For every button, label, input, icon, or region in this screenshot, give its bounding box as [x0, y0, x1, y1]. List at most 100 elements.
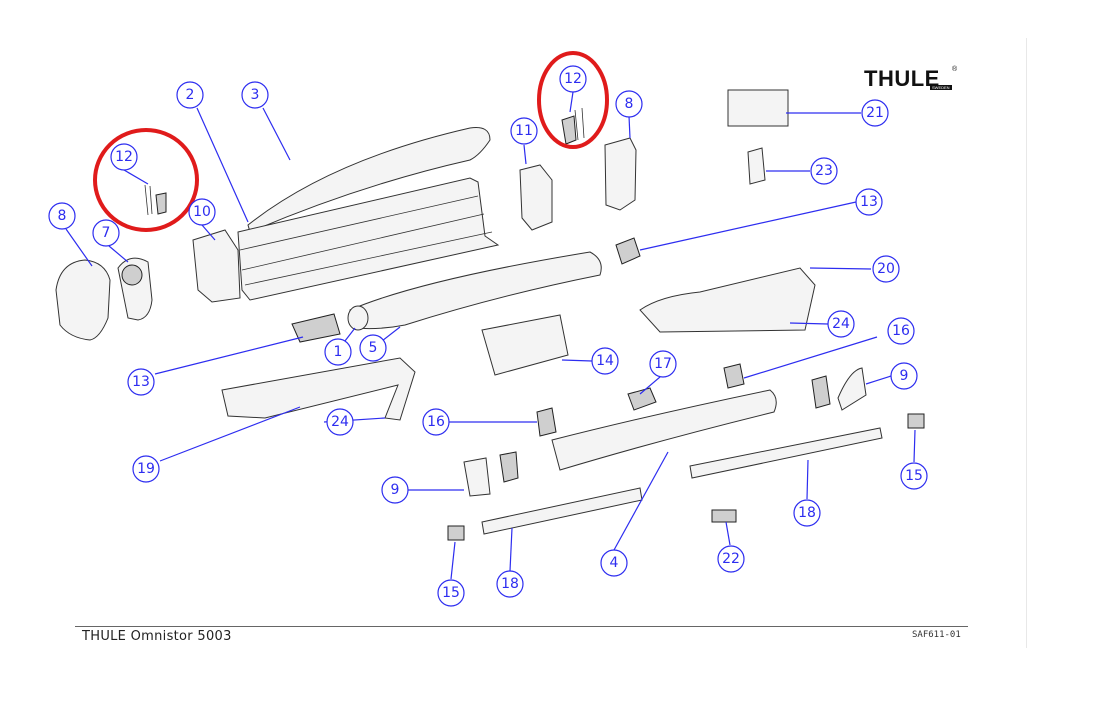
callout-1: 1 [324, 338, 352, 366]
part-19-arm-left [221, 357, 416, 421]
callout-16-left: 16 [422, 408, 450, 436]
page-edge-line [1026, 38, 1027, 648]
footer-title: THULE Omnistor 5003 [82, 629, 232, 644]
callout-14: 14 [591, 347, 619, 375]
callout-15-right: 15 [900, 462, 928, 490]
svg-text:20: 20 [877, 261, 895, 277]
callout-19: 19 [132, 455, 160, 483]
svg-text:24: 24 [832, 316, 850, 332]
callout-4: 4 [600, 549, 628, 577]
callout-13-right: 13 [855, 188, 883, 216]
part-21-kit [727, 89, 789, 127]
callout-18-left: 18 [496, 570, 524, 598]
svg-text:9: 9 [900, 368, 909, 384]
part-20-arm-right [639, 267, 816, 333]
callout-7: 7 [92, 219, 120, 247]
part-4-front-bar [551, 389, 777, 471]
callout-20: 20 [872, 255, 900, 283]
callout-13-left: 13 [127, 368, 155, 396]
callout-9-left: 9 [381, 476, 409, 504]
part-16-cap-right [723, 363, 745, 389]
svg-text:3: 3 [251, 87, 260, 103]
callouts: 1 2 3 4 5 7 8 8 9 9 10 11 12 12 13 13 14… [48, 65, 928, 607]
part-23-clip [747, 147, 766, 185]
part-8-end-cap-left [55, 259, 111, 341]
svg-text:8: 8 [58, 208, 67, 224]
callout-2: 2 [176, 81, 204, 109]
callout-24-right: 24 [827, 310, 855, 338]
part-16-cap-left [536, 407, 557, 437]
part-18-leg-left [481, 487, 643, 535]
svg-text:9: 9 [391, 482, 400, 498]
svg-text:13: 13 [132, 374, 150, 390]
svg-text:1: 1 [334, 344, 343, 360]
svg-text:15: 15 [442, 585, 460, 601]
svg-text:16: 16 [427, 414, 445, 430]
brand-registered-mark: ® [952, 66, 958, 73]
callout-9-right: 9 [890, 362, 918, 390]
svg-text:7: 7 [102, 225, 111, 241]
svg-text:17: 17 [654, 356, 672, 372]
svg-text:13: 13 [860, 194, 878, 210]
svg-text:23: 23 [815, 163, 833, 179]
svg-text:10: 10 [193, 204, 211, 220]
callout-23: 23 [810, 157, 838, 185]
svg-text:16: 16 [892, 323, 910, 339]
part-10-bracket [192, 229, 241, 303]
part-17-clip [627, 387, 657, 411]
svg-text:15: 15 [905, 468, 923, 484]
svg-text:14: 14 [596, 353, 614, 369]
footer-code: SAF611-01 [912, 630, 961, 640]
part-8-end-cap-right [604, 137, 637, 211]
highlight-circle-left [93, 128, 199, 232]
callout-24-left: 24 [326, 408, 354, 436]
callout-16-right: 16 [887, 317, 915, 345]
part-11-bracket [519, 164, 553, 231]
svg-text:12: 12 [115, 149, 133, 165]
highlight-circle-right [537, 51, 609, 149]
callout-15-left: 15 [437, 579, 465, 607]
svg-text:18: 18 [798, 505, 816, 521]
brand-sub-label: SWEDEN [930, 85, 952, 90]
callout-21: 21 [861, 99, 889, 127]
footer-rule [75, 626, 968, 627]
part-2-profile [237, 177, 500, 301]
callout-11: 11 [510, 117, 538, 145]
svg-text:18: 18 [501, 576, 519, 592]
part-22-block [711, 509, 737, 523]
callout-3: 3 [241, 81, 269, 109]
callout-8-right: 8 [615, 90, 643, 118]
part-15-foot-left [447, 525, 465, 541]
svg-text:2: 2 [186, 87, 195, 103]
part-13-plug-right [615, 237, 641, 265]
callout-10: 10 [188, 198, 216, 226]
svg-text:21: 21 [866, 105, 884, 121]
svg-text:5: 5 [369, 340, 378, 356]
svg-text:4: 4 [610, 555, 619, 571]
svg-text:19: 19 [137, 461, 155, 477]
callout-12-right: 12 [559, 65, 587, 93]
svg-text:11: 11 [515, 123, 533, 139]
callout-8-left: 8 [48, 202, 76, 230]
part-18-leg-right [689, 427, 883, 479]
part-1-roller-tube [347, 305, 369, 331]
part-12-spring-left [144, 184, 153, 216]
callout-22: 22 [717, 545, 745, 573]
callout-17: 17 [649, 350, 677, 378]
svg-text:24: 24 [331, 414, 349, 430]
svg-text:8: 8 [625, 96, 634, 112]
part-5-fabric [349, 251, 602, 330]
svg-text:22: 22 [722, 551, 740, 567]
svg-text:12: 12 [564, 71, 582, 87]
part-9-end-piece-left [463, 457, 491, 497]
part-3-canopy [247, 127, 491, 233]
part-13-plug-left [291, 313, 341, 343]
part-9-end-piece-right [837, 367, 867, 411]
callout-5: 5 [359, 334, 387, 362]
part-15-foot-right [907, 413, 925, 429]
callout-18-right: 18 [793, 499, 821, 527]
part-12-spring-right [574, 107, 585, 141]
callout-12-left: 12 [110, 143, 138, 171]
part-14-bracket [481, 314, 569, 376]
